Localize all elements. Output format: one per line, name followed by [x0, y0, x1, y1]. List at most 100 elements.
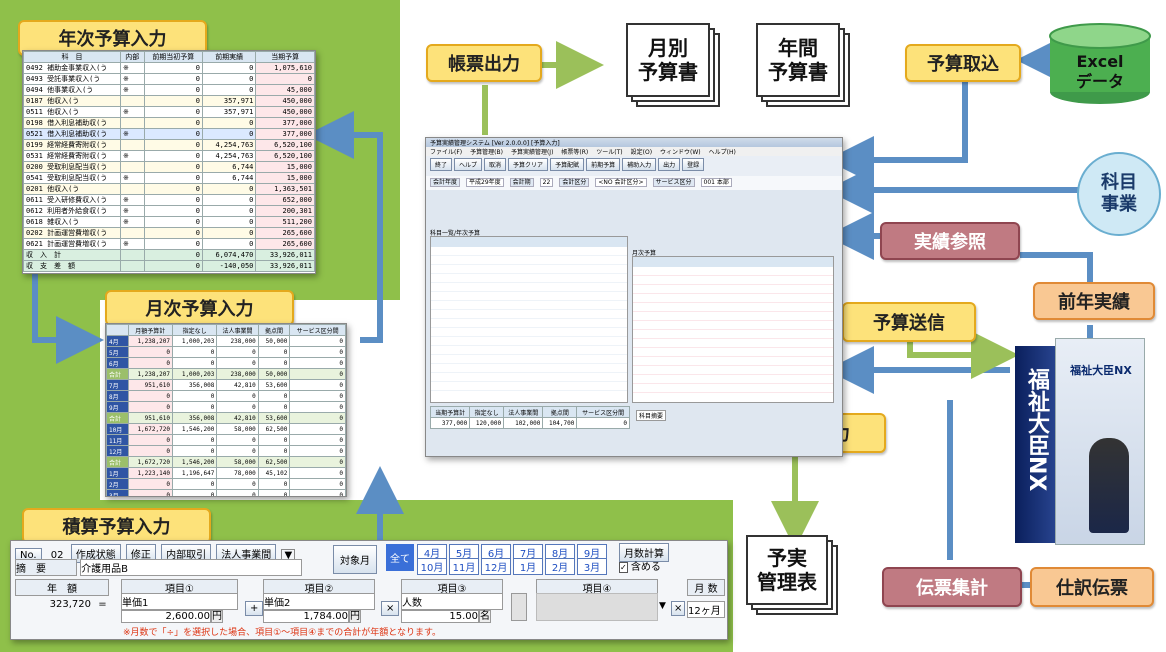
month-button[interactable]: 1月	[513, 558, 543, 575]
item3-value[interactable]: 15.00	[401, 610, 479, 623]
product-vertical-name: 福祉大臣NX	[1024, 368, 1049, 492]
summary-value: 102,000	[503, 417, 544, 429]
toolbar-button[interactable]: 予算配賦	[550, 158, 585, 171]
chevron-down-icon[interactable]: ▼	[659, 601, 666, 611]
menu-item[interactable]: ファイル(F)	[430, 149, 463, 156]
item4-field[interactable]	[536, 593, 658, 621]
item1-unit: 円	[211, 610, 223, 623]
month-button[interactable]: 11月	[449, 558, 479, 575]
toolbar-button[interactable]: 前期予算	[586, 158, 621, 171]
slider-handle[interactable]	[511, 593, 527, 621]
filter-field[interactable]: 001 本部	[700, 178, 732, 187]
toolbar-button-right[interactable]: 補助入力	[622, 158, 657, 171]
item1-value[interactable]: 2,600.00	[121, 610, 211, 623]
menu-item[interactable]: 予算管理(B)	[470, 149, 503, 156]
summary-field[interactable]: 介護用品B	[80, 559, 303, 576]
multiply-operator-2[interactable]: ×	[671, 601, 686, 616]
subject-business-circle: 科目 事業	[1077, 152, 1161, 236]
menu-item[interactable]: 予算実績管理(J)	[510, 149, 554, 156]
menu-item[interactable]: ヘルプ(H)	[708, 149, 736, 156]
annual-budget-doc: 年間 予算書	[756, 23, 840, 97]
multiply-operator[interactable]: ×	[381, 601, 400, 616]
corp-select[interactable]: 法人事業間	[216, 544, 277, 563]
filter-field[interactable]: 22	[539, 178, 554, 187]
monthly-calc-button[interactable]: 月数計算	[619, 543, 669, 562]
month-button[interactable]: 7月	[513, 544, 543, 561]
annual-amount-value: 323,720	[49, 599, 91, 610]
mcol-corp: 法人事業間	[216, 324, 259, 336]
chevron-down-icon[interactable]: ▼	[281, 549, 296, 562]
toolbar-button-right[interactable]: 登録	[682, 158, 705, 171]
mgmt-table-doc: 予実 管理表	[746, 535, 828, 605]
summary-value: 104,700	[542, 417, 578, 429]
toolbar-button[interactable]: ヘルプ	[454, 158, 483, 171]
budget-send-label: 予算送信	[842, 302, 976, 342]
right-grid	[632, 256, 834, 403]
mcol-total: 月額予算計	[127, 324, 173, 336]
item2-value[interactable]: 1,784.00	[263, 610, 349, 623]
plus-operator[interactable]: +	[245, 601, 264, 616]
include-checkbox[interactable]: ✓	[619, 562, 628, 573]
menu-item[interactable]: ツール(T)	[596, 149, 623, 156]
filter-field[interactable]: 平成29年度	[466, 178, 504, 187]
month-button[interactable]: 10月	[417, 558, 447, 575]
previous-year-actual-label: 前年実績	[1033, 282, 1155, 320]
month-button[interactable]: 12月	[481, 558, 511, 575]
menu-item[interactable]: 帳票等(R)	[561, 149, 589, 156]
month-button[interactable]: 9月	[577, 544, 607, 561]
edit-button[interactable]: 修正	[125, 544, 156, 563]
toolbar-button[interactable]: 予算クリア	[508, 158, 549, 171]
col-current-budget: 当期予算	[255, 51, 315, 63]
months-value[interactable]: 12ヶ月	[687, 601, 725, 618]
all-months-button[interactable]: 全て	[386, 544, 414, 571]
col-internal: 内部	[120, 51, 145, 63]
item3-name[interactable]: 人数	[401, 593, 503, 610]
toolbar-button[interactable]: 終了	[430, 158, 453, 171]
menu-item[interactable]: ウィンドウ(W)	[660, 149, 701, 156]
item2-name[interactable]: 単価2	[263, 593, 375, 610]
toolbar-button-right[interactable]: 出力	[658, 158, 681, 171]
item1-name[interactable]: 単価1	[121, 593, 238, 610]
toolbar-button[interactable]: 取消	[484, 158, 507, 171]
filter-field[interactable]: <NO 会計区分>	[595, 178, 647, 187]
month-button[interactable]: 3月	[577, 558, 607, 575]
menu-item[interactable]: 設定(O)	[630, 149, 653, 156]
filter-field: 会計期	[509, 178, 534, 187]
month-button[interactable]: 2月	[545, 558, 575, 575]
